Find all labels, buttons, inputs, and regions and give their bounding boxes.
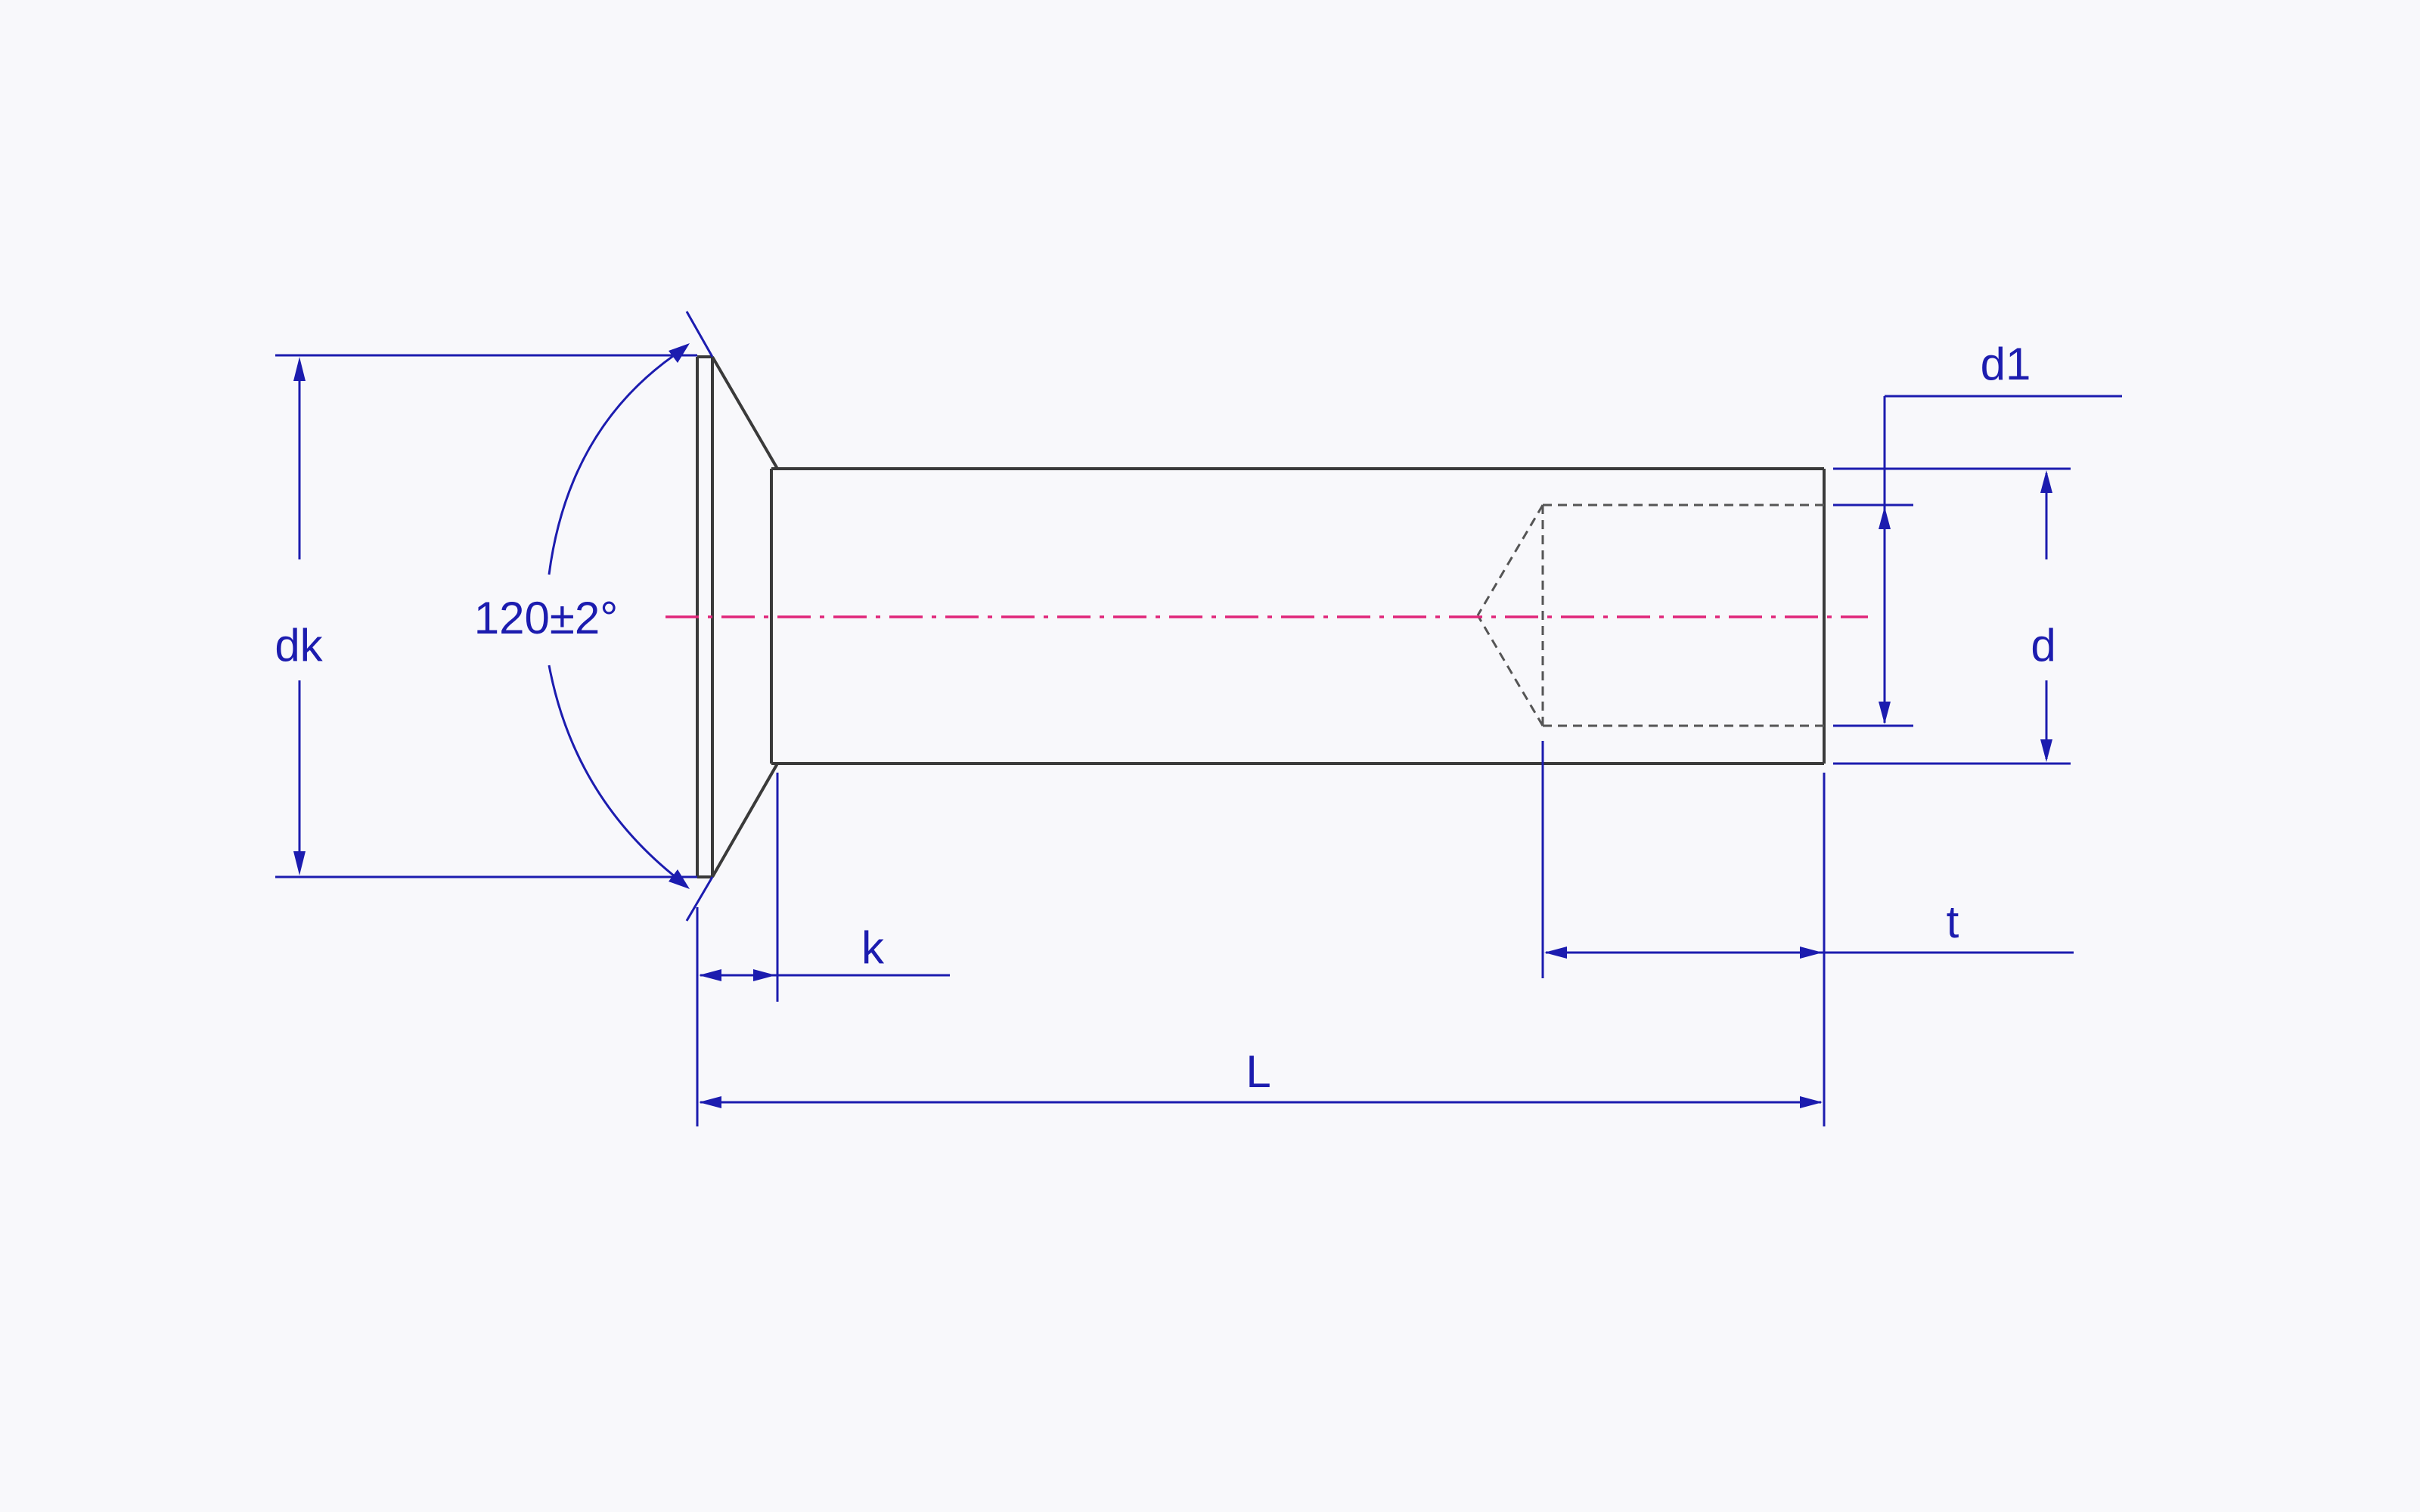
dk-arrow-top (293, 357, 306, 381)
hidden-hole (1476, 503, 1824, 727)
k-arrow-right (753, 969, 776, 981)
dk-label: dk (275, 620, 323, 671)
k-arrow-left (699, 969, 721, 981)
angle-label: 120±2° (474, 593, 618, 643)
d-dimension: d (1833, 467, 2071, 765)
dk-dimension: dk (275, 354, 697, 878)
angle-dimension: 120±2° (474, 311, 714, 922)
k-label: k (861, 922, 885, 973)
drill-point-bottom (1476, 615, 1544, 727)
d1-dimension: d1 (1833, 339, 2122, 727)
d1-arrow-bottom (1879, 702, 1891, 724)
L-dimension: L (699, 773, 1826, 1126)
angle-arc-lower (548, 665, 686, 886)
d-arrow-top (2040, 470, 2052, 493)
d1-label: d1 (1981, 339, 2031, 389)
dk-arrow-bottom (293, 851, 306, 875)
L-arrow-left (699, 1096, 721, 1108)
k-dimension: k (696, 773, 950, 1126)
d1-arrow-top (1879, 507, 1891, 529)
t-dimension: t (1541, 741, 2074, 978)
d-label: d (2031, 620, 2055, 671)
part-outline (696, 355, 1826, 878)
t-label: t (1947, 897, 1959, 947)
angle-extension-bottom (685, 876, 714, 922)
angle-arrow-top (669, 343, 690, 363)
t-arrow-right (1800, 947, 1823, 959)
angle-extension-top (685, 311, 714, 358)
drill-point-top (1476, 504, 1544, 616)
countersink-top (711, 355, 779, 470)
angle-arrow-bottom (669, 869, 690, 889)
d-arrow-bottom (2040, 739, 2052, 762)
L-label: L (1246, 1046, 1270, 1097)
t-arrow-left (1544, 947, 1567, 959)
angle-arc-upper (548, 346, 686, 575)
countersink-bottom (711, 763, 779, 878)
L-arrow-right (1800, 1096, 1823, 1108)
